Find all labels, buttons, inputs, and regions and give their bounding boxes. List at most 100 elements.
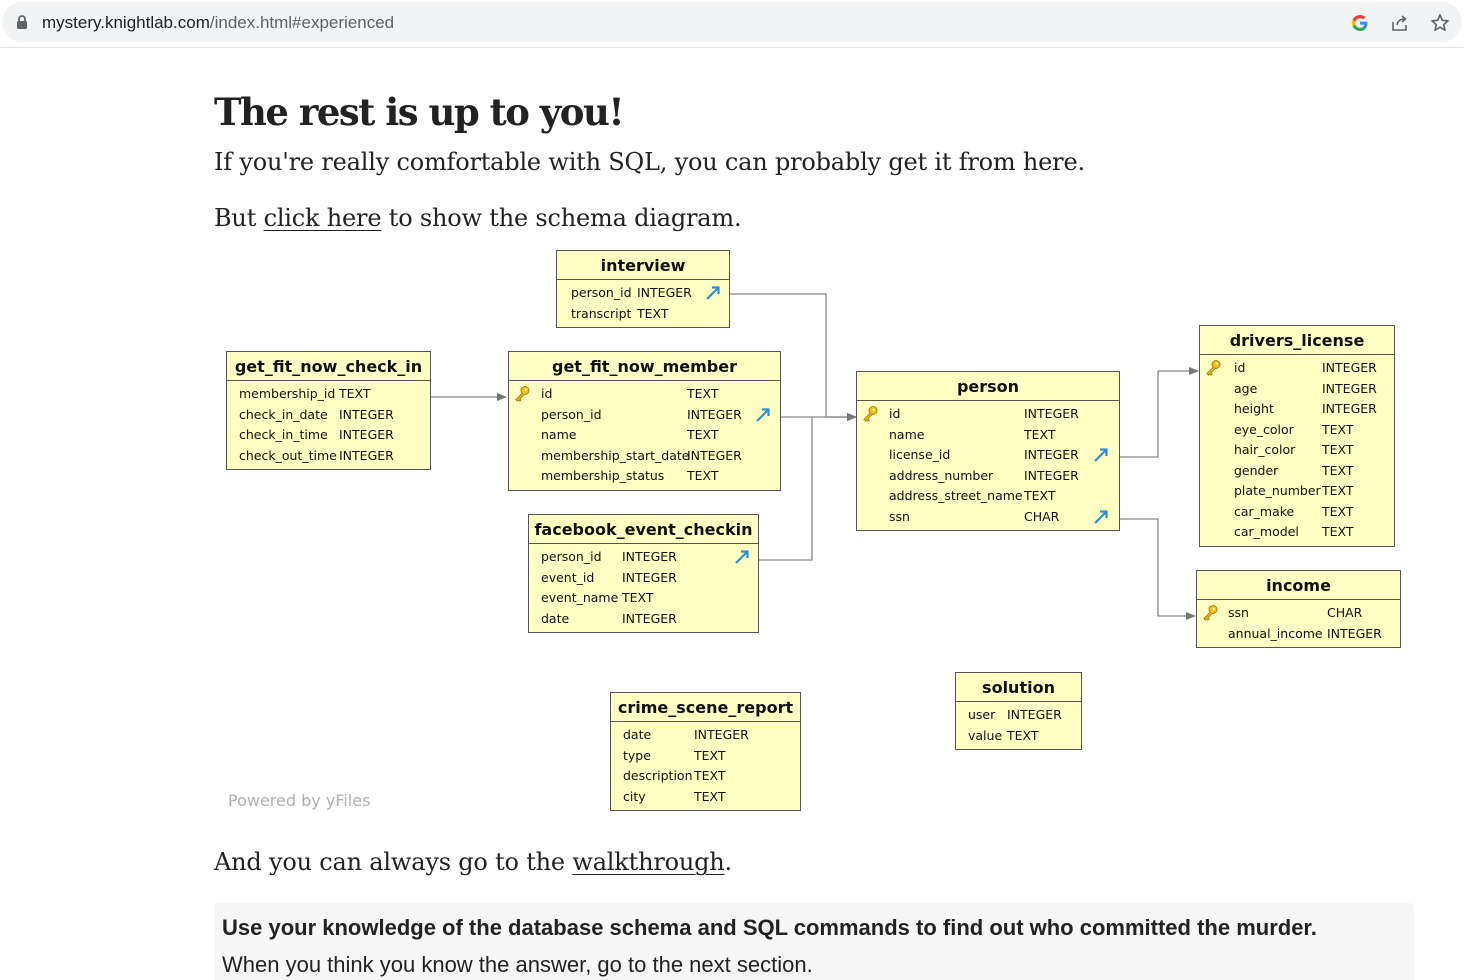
field-name: plate_number	[1234, 483, 1321, 498]
field-type: INTEGER	[1024, 406, 1079, 421]
field-type: TEXT	[687, 427, 719, 442]
field-name: eye_color	[1234, 421, 1294, 437]
table-field: car_make TEXT	[1200, 502, 1394, 523]
field-type: TEXT	[1322, 421, 1354, 437]
field-type: INTEGER	[339, 406, 394, 422]
table-name: get_fit_now_member	[509, 352, 780, 381]
callout-text: When you think you know the answer, go t…	[222, 952, 813, 977]
field-type: TEXT	[1322, 462, 1354, 478]
field-name: gender	[1234, 462, 1279, 478]
field-type: TEXT	[687, 386, 719, 401]
table-name: solution	[956, 673, 1081, 702]
field-type: INTEGER	[687, 447, 742, 463]
primary-key-icon	[863, 406, 878, 422]
address-bar[interactable]: mystery.knightlab.com/index.html#experie…	[2, 2, 1462, 42]
relationship-lines	[431, 293, 1199, 620]
primary-key-icon	[1203, 605, 1218, 621]
table-name: interview	[557, 251, 729, 280]
schema-prefix: But	[214, 204, 264, 232]
star-icon[interactable]	[1429, 12, 1451, 34]
field-type: TEXT	[694, 747, 726, 763]
field-name: hair_color	[1234, 442, 1296, 457]
field-type: TEXT	[694, 788, 726, 804]
field-name: user	[968, 707, 996, 722]
link-person-to-license	[1120, 367, 1199, 458]
field-name: event_name	[541, 590, 619, 605]
foreign-key-icon	[706, 286, 720, 300]
field-type: INTEGER	[622, 610, 677, 626]
foreign-key-icon	[756, 407, 770, 422]
url-host: mystery.knightlab.com	[42, 13, 210, 32]
lock-icon[interactable]	[16, 14, 28, 30]
primary-key-icon	[1206, 360, 1221, 376]
instructions-callout: Use your knowledge of the database schem…	[214, 903, 1414, 980]
url-path: /index.html#experienced	[209, 13, 395, 32]
field-name: person_id	[541, 406, 602, 422]
table-field: name TEXT	[509, 425, 780, 446]
field-type: INTEGER	[1322, 380, 1377, 396]
field-name: address_number	[889, 467, 994, 483]
table-name: income	[1197, 571, 1400, 600]
table-field: id TEXT	[509, 384, 780, 405]
foreign-key-icon	[1094, 448, 1108, 462]
table-name: drivers_license	[1200, 326, 1394, 355]
google-icon[interactable]	[1349, 12, 1371, 34]
share-icon[interactable]	[1389, 12, 1411, 34]
field-type: TEXT	[1322, 442, 1354, 457]
field-name: name	[541, 427, 577, 442]
field-name: date	[623, 727, 652, 742]
page-title: The rest is up to you!	[214, 90, 625, 134]
field-type: TEXT	[1322, 503, 1354, 519]
field-name: check_in_date	[239, 406, 328, 422]
url-text[interactable]: mystery.knightlab.com/index.html#experie…	[42, 13, 394, 33]
field-name: person_id	[571, 285, 632, 300]
field-type: INTEGER	[339, 427, 394, 442]
show-schema-link[interactable]: click here	[263, 204, 382, 232]
table-field: id INTEGER	[857, 404, 1119, 425]
callout-heading: Use your knowledge of the database schem…	[222, 915, 1317, 940]
walkthrough-link[interactable]: walkthrough	[572, 848, 725, 876]
field-name: height	[1234, 401, 1274, 416]
walkthrough-prefix: And you can always go to the	[214, 848, 573, 876]
field-type: INTEGER	[1007, 707, 1062, 722]
field-name: id	[889, 406, 901, 421]
field-type: TEXT	[1322, 483, 1354, 498]
field-type: TEXT	[637, 305, 669, 321]
field-name: car_make	[1234, 503, 1295, 519]
field-name: license_id	[889, 447, 951, 462]
field-name: membership_start_date	[541, 447, 690, 463]
field-type: INTEGER	[339, 447, 394, 463]
field-name: id	[541, 386, 553, 401]
field-type: TEXT	[694, 768, 726, 783]
table-field: hair_color TEXT	[1200, 440, 1394, 461]
foreign-key-icon	[735, 550, 749, 564]
schema-paragraph: But click here to show the schema diagra…	[214, 203, 742, 233]
field-type: INTEGER	[1322, 360, 1377, 375]
field-name: membership_status	[541, 468, 665, 483]
field-name: membership_id	[239, 386, 336, 401]
link-facebook-to-person	[759, 417, 813, 561]
primary-key-icon	[515, 386, 530, 402]
